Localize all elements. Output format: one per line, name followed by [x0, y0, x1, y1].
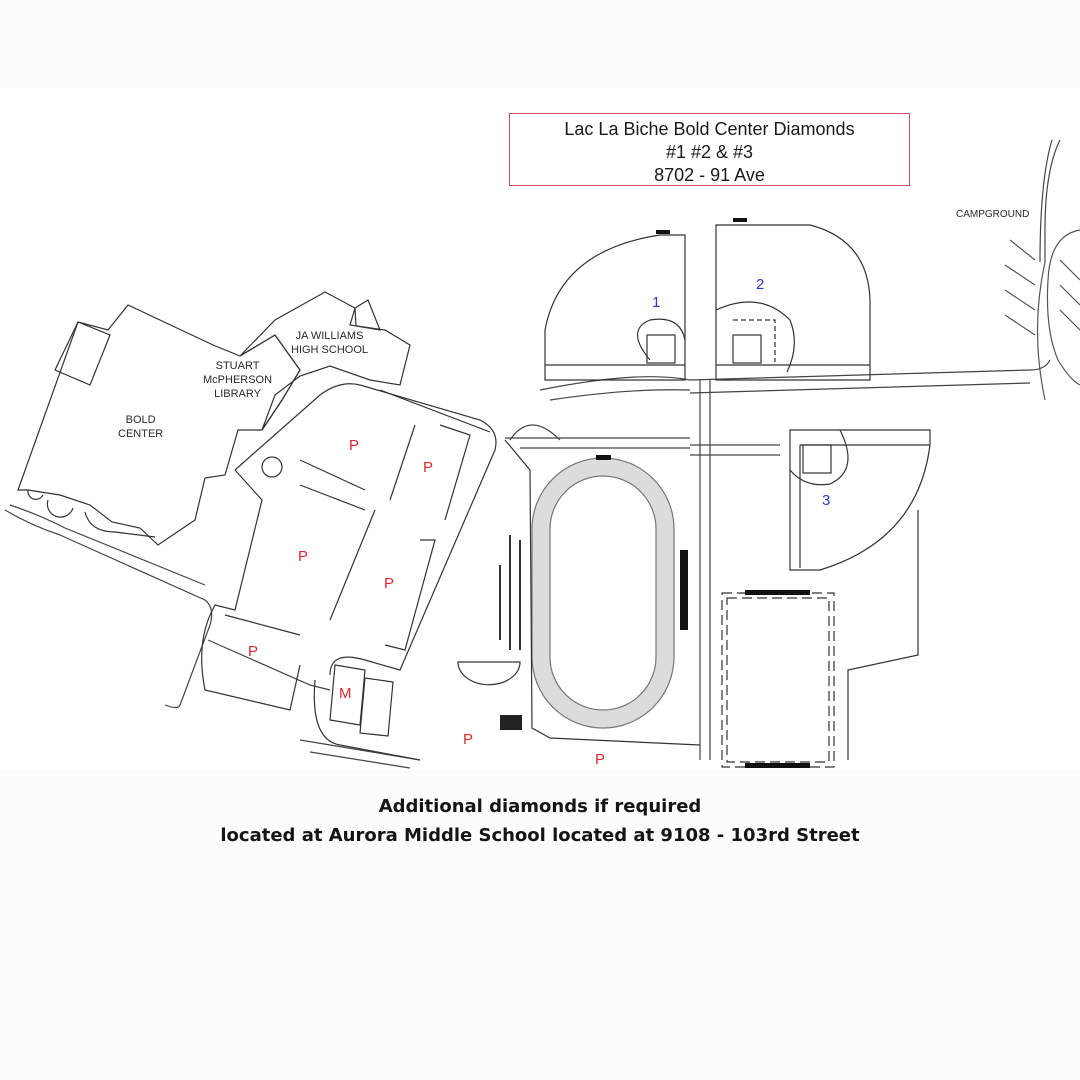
parking-label: P — [384, 575, 395, 592]
library-label-line2: McPHERSON — [203, 374, 273, 386]
bold-center-building — [17, 304, 301, 546]
parking-label: P — [349, 437, 360, 454]
maintenance-label: M — [339, 685, 352, 702]
bold-center-label: BOLD CENTER — [118, 413, 163, 441]
footer-line-2: located at Aurora Middle School located … — [220, 825, 860, 846]
diamond-3 — [789, 429, 931, 760]
high-school-label-line1: JA WILLIAMS — [295, 330, 364, 342]
parking-label: P — [298, 548, 309, 565]
map-title: Lac La Biche Bold Center Diamonds — [564, 119, 855, 139]
map-diamond-numbers: #1 #2 & #3 — [665, 142, 754, 162]
map-title-box: Lac La Biche Bold Center Diamonds #1 #2 … — [509, 113, 910, 186]
maintenance-building — [313, 664, 421, 761]
bold-center-label-line1: BOLD — [125, 414, 156, 426]
campground-label: CAMPGROUND — [956, 209, 1030, 220]
high-school-label-line2: HIGH SCHOOL — [291, 344, 369, 356]
library-label: STUART McPHERSON LIBRARY — [203, 359, 272, 401]
map-address: 8702 - 91 Ave — [654, 165, 765, 185]
parking-label: P — [595, 751, 606, 768]
parking-label: P — [423, 459, 434, 476]
parking-lots — [201, 383, 497, 711]
footer-line-1: Additional diamonds if required — [378, 796, 702, 817]
rectangular-field — [721, 590, 835, 768]
campground-loops — [1004, 229, 1080, 401]
parking-label: P — [463, 731, 474, 748]
running-track — [457, 439, 701, 746]
diamond-3-label: 3 — [822, 492, 831, 509]
site-plan-drawing — [4, 139, 1080, 769]
roads — [4, 139, 1061, 769]
site-map: BOLD CENTER STUART McPHERSON LIBRARY JA … — [0, 88, 1080, 770]
footer-note: Additional diamonds if required located … — [0, 792, 1080, 850]
diamond-2-label: 2 — [756, 276, 765, 293]
parking-label: P — [248, 643, 259, 660]
diamonds-1-2 — [544, 218, 871, 381]
library-label-line1: STUART — [215, 360, 260, 372]
library-label-line3: LIBRARY — [214, 388, 261, 400]
bold-center-label-line2: CENTER — [118, 428, 164, 440]
high-school-building — [239, 291, 411, 431]
diamond-1-label: 1 — [652, 294, 661, 311]
high-school-label: JA WILLIAMS HIGH SCHOOL — [291, 329, 368, 357]
